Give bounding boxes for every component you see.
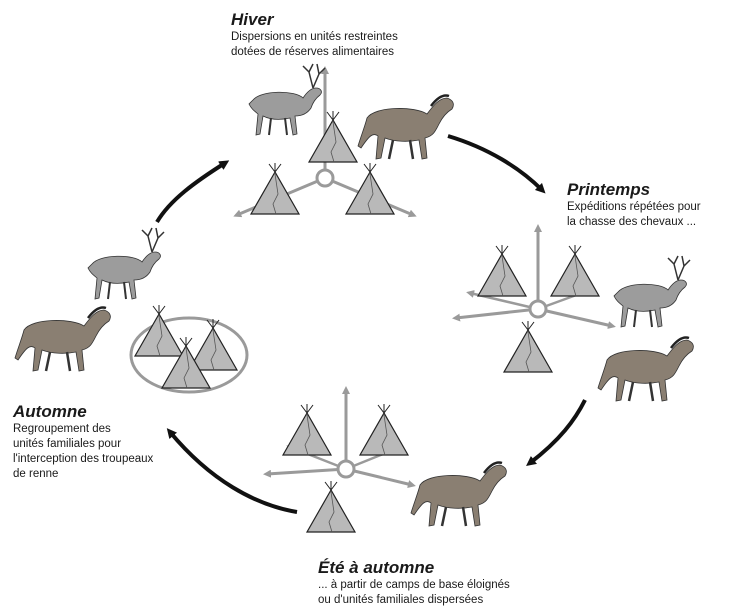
reindeer-icon [249, 64, 325, 135]
season-desc-ete: ... à partir de camps de base éloignés o… [318, 578, 558, 608]
tent-icon [360, 404, 408, 455]
season-desc-printemps: Expéditions répétées pour la chasse des … [567, 200, 735, 230]
horse-icon [358, 95, 453, 159]
season-label-printemps: Printemps Expéditions répétées pour la c… [567, 180, 735, 230]
hiver-camp [237, 64, 453, 215]
tent-icon [283, 404, 331, 455]
cycle-arrow-printemps-to-ete [530, 400, 585, 463]
tent-icon [135, 305, 183, 356]
cycle-arrow-automne-to-hiver [157, 163, 225, 222]
camp-hub-icon [530, 301, 546, 317]
season-desc-hiver: Dispersions en unités restreintes dotées… [231, 30, 461, 60]
tent-icon [478, 245, 526, 296]
season-title-hiver: Hiver [231, 10, 461, 30]
tent-icon [251, 163, 299, 214]
reindeer-icon [614, 256, 690, 327]
season-label-automne: Automne Regroupement des unités familial… [13, 402, 173, 482]
automne-camp [15, 228, 247, 392]
tent-icon [307, 481, 355, 532]
season-label-hiver: Hiver Dispersions en unités restreintes … [231, 10, 461, 60]
horse-icon [598, 337, 693, 401]
horse-icon [411, 462, 506, 526]
season-desc-automne: Regroupement des unités familiales pour … [13, 422, 173, 482]
printemps-camp [456, 228, 693, 401]
tent-icon [309, 111, 357, 162]
cycle-arrow-hiver-to-printemps [448, 136, 542, 190]
tent-icon [504, 321, 552, 372]
camp-hub-icon [317, 170, 333, 186]
reindeer-icon [88, 228, 164, 299]
ete-camp [267, 390, 506, 532]
tent-icon [551, 245, 599, 296]
season-title-automne: Automne [13, 402, 173, 422]
season-label-ete: Été à automne ... à partir de camps de b… [318, 558, 558, 608]
camp-hub-icon [338, 461, 354, 477]
tent-icon [189, 319, 237, 370]
season-title-printemps: Printemps [567, 180, 735, 200]
season-title-ete: Été à automne [318, 558, 558, 578]
horse-icon [15, 307, 110, 371]
